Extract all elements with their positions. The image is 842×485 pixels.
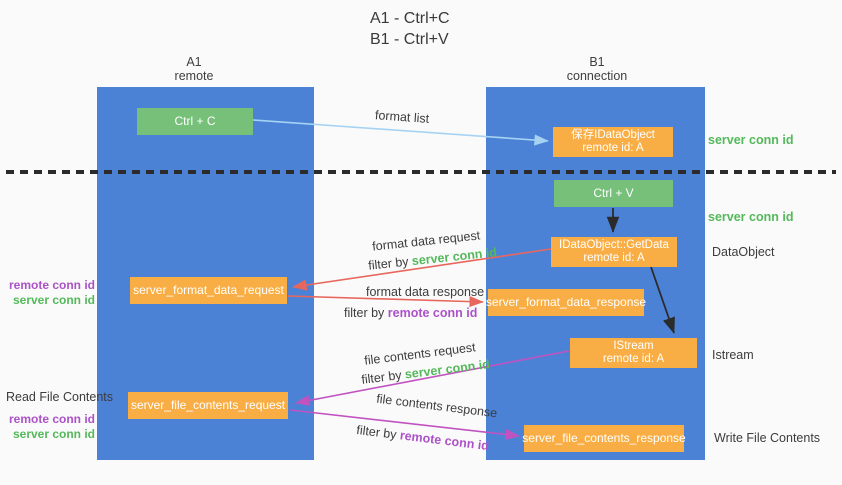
- node-ctrl-c: Ctrl + C: [137, 108, 253, 135]
- left-conn-ids-2: remote conn id server conn id: [8, 412, 95, 441]
- diagram-title: A1 - Ctrl+C B1 - Ctrl+V: [370, 8, 450, 50]
- getdata-to-istream-arrow: [650, 266, 675, 334]
- node-istream-line2: remote id: A: [602, 353, 665, 365]
- right-server-conn-id-2: server conn id: [708, 210, 794, 224]
- left-server-conn-id-2: server conn id: [12, 426, 95, 441]
- title-line-2: B1 - Ctrl+V: [370, 31, 449, 48]
- left-conn-ids-1: remote conn id server conn id: [8, 278, 95, 307]
- file-contents-response-arrow: [289, 409, 520, 441]
- left-server-conn-id-1: server conn id: [12, 292, 95, 307]
- lane-header-b1: B1 connection: [542, 55, 652, 83]
- node-getdata-line2: remote id: A: [583, 252, 645, 264]
- format-data-request-arrow: [292, 248, 552, 291]
- node-save-idataobject: 保存IDataObject remote id: A: [553, 127, 673, 157]
- machine-boundary-dotted-line: [6, 170, 836, 174]
- node-server-format-data-response: server_format_data_response: [485, 289, 647, 316]
- left-remote-conn-id-1: remote conn id: [8, 278, 95, 292]
- node-ctrl-v-label: Ctrl + V: [593, 185, 634, 200]
- node-ctrl-v: Ctrl + V: [554, 180, 673, 207]
- right-write-file-contents-label: Write File Contents: [714, 431, 821, 445]
- lane-b1-name: B1: [589, 55, 605, 69]
- title-line-1: A1 - Ctrl+C: [370, 10, 450, 27]
- node-istream-line1: IStream: [613, 339, 654, 352]
- file-contents-request-arrow: [295, 350, 570, 406]
- node-save-idataobject-line1: 保存IDataObject: [571, 128, 655, 141]
- lane-a1-role: remote: [174, 69, 214, 83]
- node-ctrl-c-label: Ctrl + C: [174, 113, 216, 128]
- format-list-arrow: [252, 119, 549, 146]
- node-server-file-contents-request-label: server_file_contents_request: [130, 397, 286, 412]
- filter-by-text: filter by: [344, 306, 388, 320]
- left-remote-conn-id-2: remote conn id: [8, 412, 95, 426]
- node-save-idataobject-line2: remote id: A: [582, 142, 644, 154]
- right-server-conn-id-1: server conn id: [708, 133, 794, 147]
- node-server-format-data-request: server_format_data_request: [130, 277, 287, 304]
- remote-conn-id-text: remote conn id: [387, 306, 478, 320]
- right-istream-label: Istream: [712, 348, 754, 362]
- node-server-file-contents-response: server_file_contents_response: [522, 425, 686, 452]
- left-read-file-contents-label: Read File Contents: [6, 390, 114, 404]
- label-format-data-response: format data response: [366, 285, 485, 299]
- right-dataobject-label: DataObject: [712, 245, 775, 259]
- node-idataobject-getdata: IDataObject::GetData remote id: A: [551, 237, 677, 267]
- format-data-response-arrow: [287, 295, 484, 308]
- node-istream: IStream remote id: A: [570, 338, 697, 368]
- lane-header-a1: A1 remote: [139, 55, 249, 83]
- node-server-file-contents-response-label: server_file_contents_response: [522, 430, 686, 445]
- node-server-format-data-request-label: server_format_data_request: [133, 282, 284, 297]
- label-filter-by-remote-conn-id-1: filter by remote conn id: [344, 306, 477, 320]
- node-server-format-data-response-label: server_format_data_response: [485, 294, 647, 309]
- lane-b1-role: connection: [566, 69, 628, 83]
- lane-a1-name: A1: [186, 55, 202, 69]
- node-getdata-line1: IDataObject::GetData: [559, 238, 669, 251]
- node-server-file-contents-request: server_file_contents_request: [128, 392, 288, 419]
